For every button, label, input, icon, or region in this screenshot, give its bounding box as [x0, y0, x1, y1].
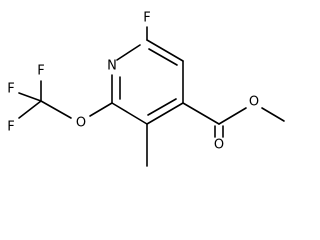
atom-o-carbonyl: O — [214, 138, 224, 153]
atom-f-cf3-top: F — [37, 64, 44, 79]
structure-canvas: F N F F F O O O — [7, 11, 285, 167]
atom-f-cf3-left: F — [7, 82, 14, 97]
bond-c3-c2 — [111, 102, 148, 125]
atom-f-ring: F — [143, 11, 150, 26]
bond-c4-ccarbonyl — [182, 102, 220, 125]
bond-c-oalkoxy — [218, 107, 247, 125]
molecule-drawing: F N F F F O O O — [7, 11, 285, 167]
bond-c6-c5-double — [148, 48, 178, 66]
atom-o-ether: O — [76, 116, 86, 131]
bond-cf3-f-bottom — [18, 100, 42, 119]
bond-cf3-f-left — [18, 92, 42, 102]
atom-n-ring: N — [107, 59, 117, 74]
atom-f-cf3-bottom: F — [7, 120, 14, 135]
bond-n-c6 — [116, 44, 141, 61]
bond-c2-o — [89, 102, 113, 117]
bond-o-methyl — [261, 107, 285, 122]
bond-c4-c3-double — [147, 98, 177, 116]
bond-c4-c3 — [146, 102, 184, 125]
atom-o-alkoxy: O — [249, 95, 259, 110]
bond-o-cf3 — [40, 100, 72, 119]
bond-c6-c5 — [146, 39, 184, 62]
